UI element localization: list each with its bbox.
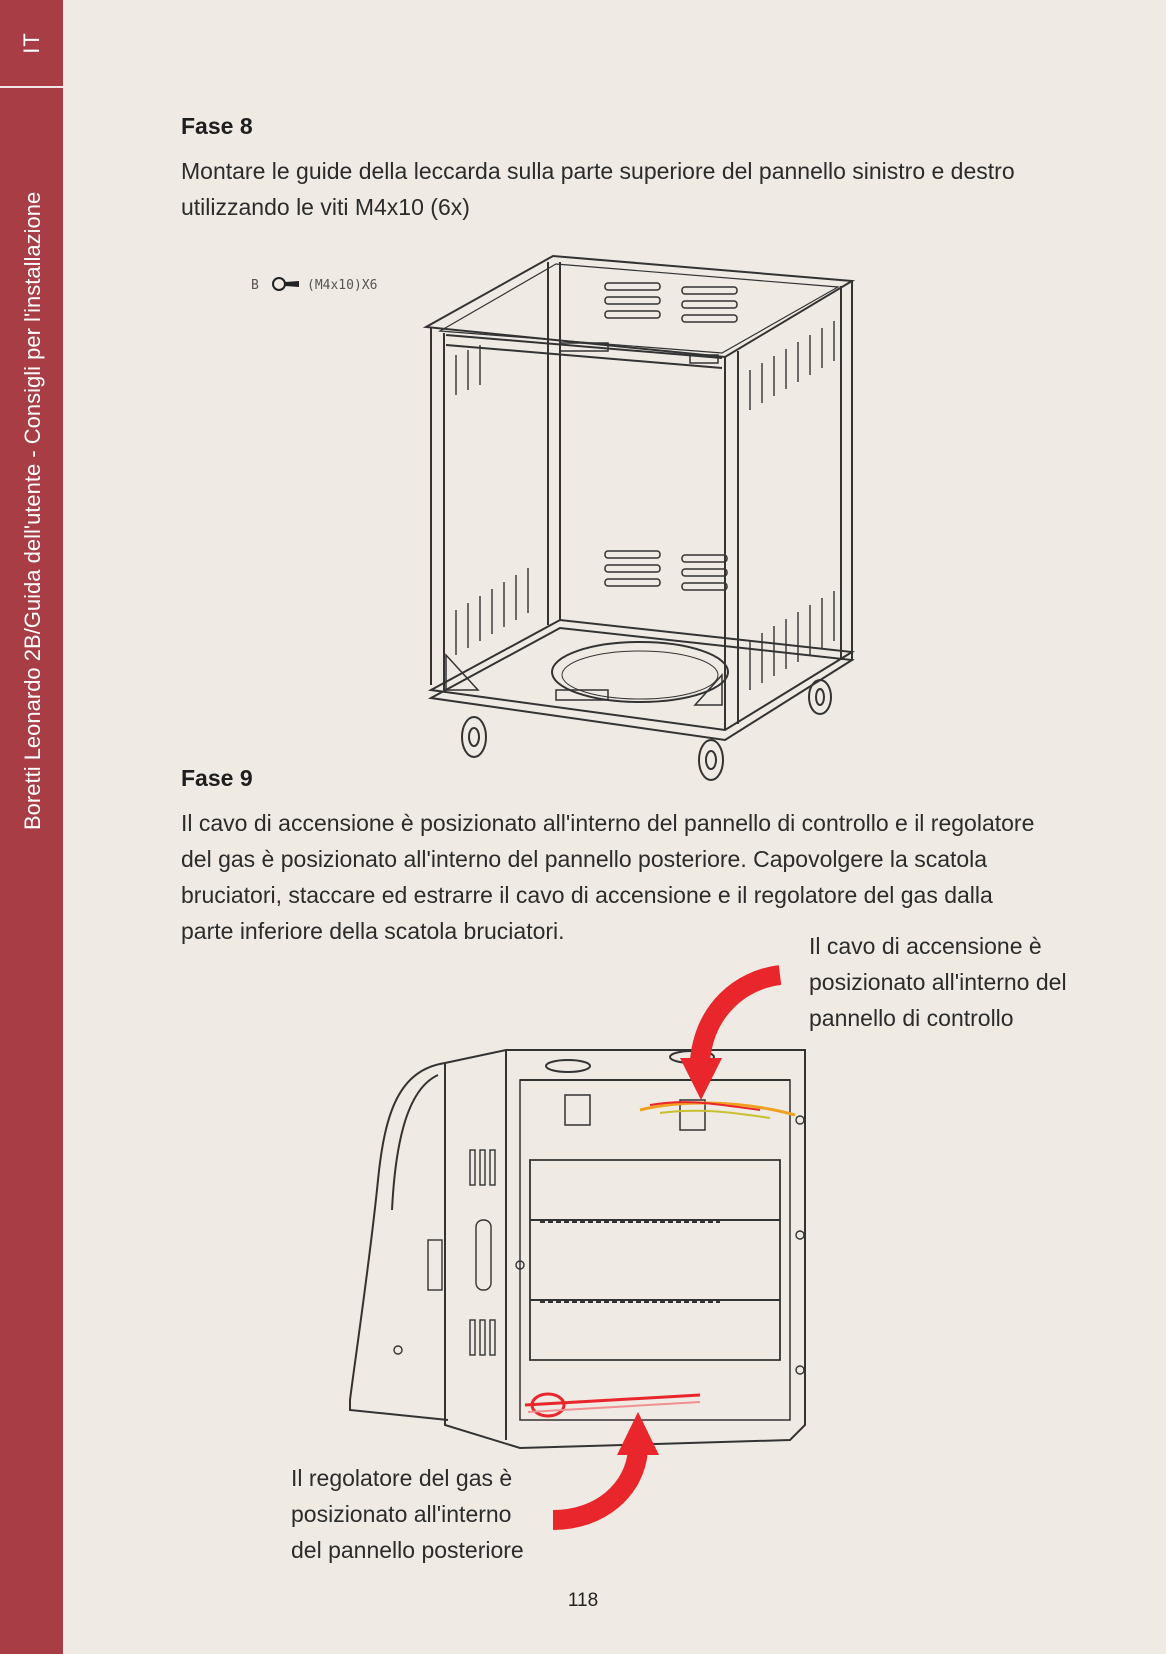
wheel <box>461 716 487 758</box>
step8-line-1: Montare le guide della leccarda sulla pa… <box>181 158 1015 184</box>
page-number: 118 <box>567 1590 599 1611</box>
callout-ignition-line-2: posizionato all'interno del <box>809 969 1067 995</box>
step9-line-1: Il cavo di accensione è posizionato all'… <box>181 810 1035 836</box>
callout-regulator-line-2: posizionato all'interno <box>291 1501 512 1527</box>
gas-regulator <box>524 1392 701 1418</box>
callout-regulator-line-1: Il regolatore del gas è <box>291 1465 513 1491</box>
step9-line-4: parte inferiore della scatola bruciatori… <box>181 918 565 944</box>
sidebar: IT Boretti Leonardo 2B/Guida dell'utente… <box>0 0 63 1654</box>
part-letter: B <box>251 278 259 293</box>
step9-heading: Fase 9 <box>181 765 253 791</box>
cabinet-frame <box>422 254 856 781</box>
callout-ignition-cable: Il cavo di accensione è posizionato all'… <box>809 928 1067 1036</box>
callout-regulator-line-3: del pannello posteriore <box>291 1537 524 1563</box>
step8-heading: Fase 8 <box>181 113 253 139</box>
step8-text: Montare le guide della leccarda sulla pa… <box>181 153 1015 225</box>
guide-title: Boretti Leonardo 2B/Guida dell'utente - … <box>20 191 45 830</box>
arrow-ignition <box>680 965 782 1100</box>
wheel <box>698 739 724 781</box>
screw-label: (M4x10)X6 <box>307 278 377 293</box>
step9-line-2: del gas è posizionato all'interno del pa… <box>181 846 988 872</box>
step9-line-3: bruciatori, staccare ed estrarre il cavo… <box>181 882 993 908</box>
language-label: IT <box>18 32 44 54</box>
callout-gas-regulator: Il regolatore del gas è posizionato all'… <box>291 1460 524 1568</box>
step8-line-2: utilizzando le viti M4x10 (6x) <box>181 194 470 220</box>
callout-ignition-line-3: pannello di controllo <box>809 1005 1014 1031</box>
burner-box-illustration <box>349 965 806 1530</box>
arrow-regulator <box>552 1412 659 1530</box>
callout-ignition-line-1: Il cavo di accensione è <box>809 933 1042 959</box>
cabinet-frame-illustration: B (M4x10)X6 <box>251 254 856 781</box>
language-tab: IT <box>0 0 63 88</box>
wheel <box>808 679 832 715</box>
step9-text: Il cavo di accensione è posizionato all'… <box>181 805 1034 949</box>
screw-icon <box>272 277 299 291</box>
burner-box <box>349 1049 806 1450</box>
